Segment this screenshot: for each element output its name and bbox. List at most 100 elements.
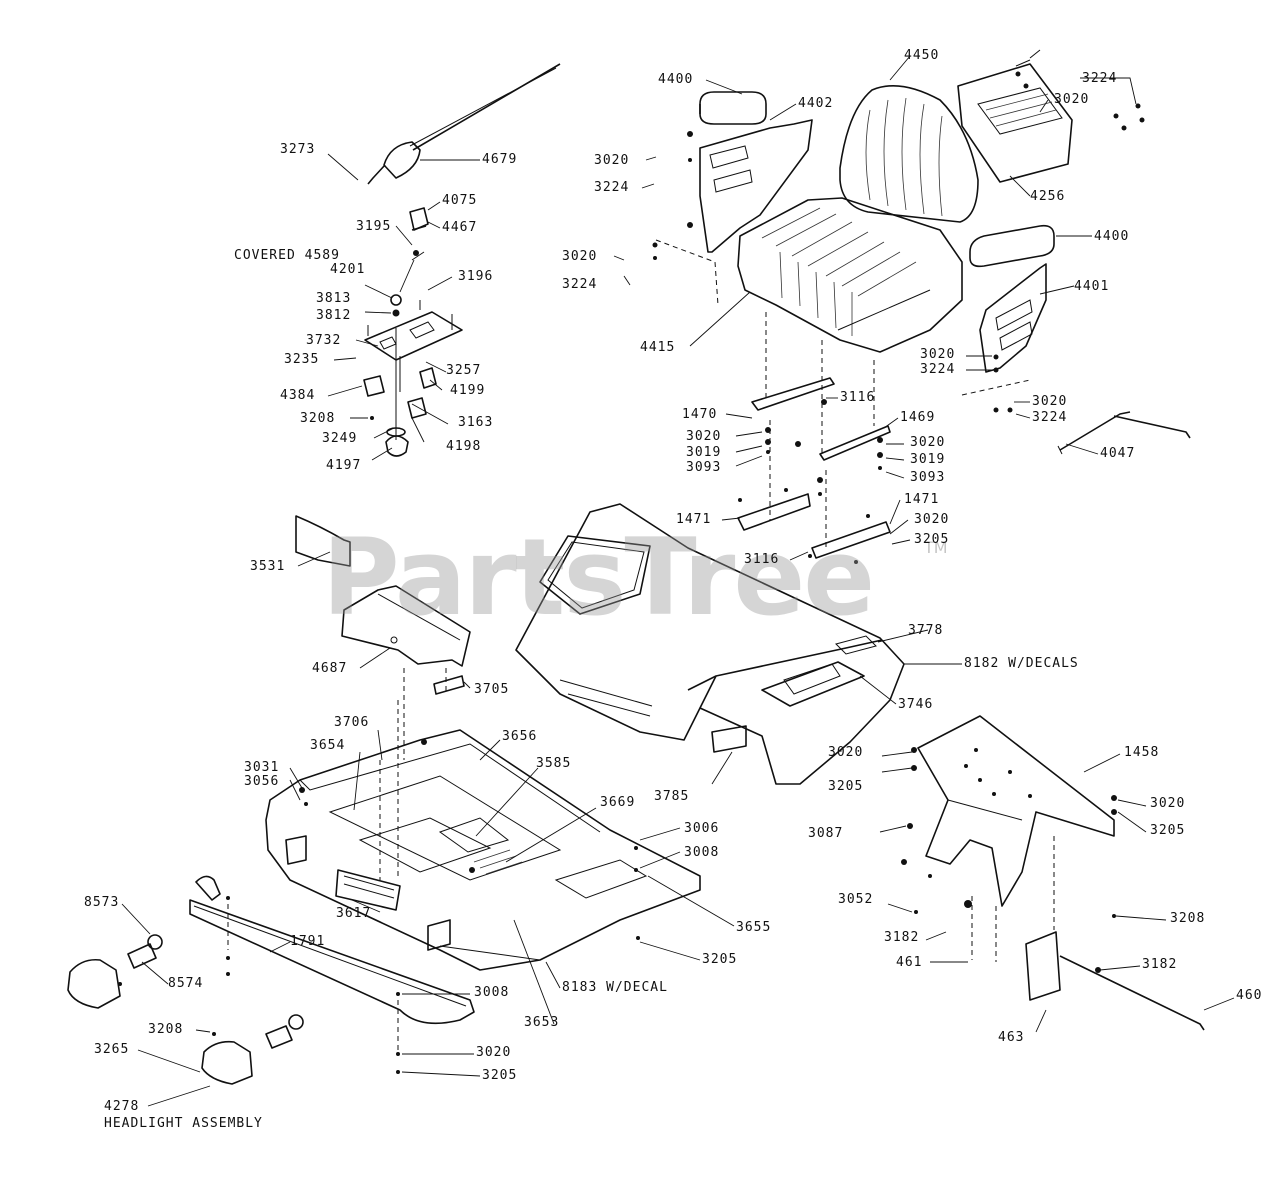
ignition-switch-assembly [363,207,463,457]
watermark: PartsTree [322,516,875,639]
part-label: 8574 [168,976,204,991]
part-label: 3087 [808,826,844,841]
part-label: 4679 [482,152,518,167]
part-label: 3008 [684,845,720,860]
seat-rails [737,312,891,564]
body-hood [515,503,905,785]
part-label: 3273 [280,142,316,157]
part-label: 461 [896,955,923,970]
part-label: 3656 [502,729,538,744]
part-label: HEADLIGHT ASSEMBLY [104,1116,263,1131]
rear-frame-bracket [901,715,1205,1031]
part-label: 3257 [446,363,482,378]
part-label: 3812 [316,308,352,323]
part-label: 3020 [594,153,630,168]
part-label: 3205 [914,532,950,547]
watermark-trademark: TM [924,538,948,557]
part-label: 4400 [658,72,694,87]
part-label: 1458 [1124,745,1160,760]
part-label: COVERED 4589 [234,248,340,263]
part-label: 1791 [290,934,326,949]
part-label: 3706 [334,715,370,730]
part-label: 3116 [744,552,780,567]
part-label: 3778 [908,623,944,638]
part-label: 3020 [686,429,722,444]
front-bumper-headlights [67,875,475,1085]
part-label: 3163 [458,415,494,430]
part-label: 4400 [1094,229,1130,244]
part-label: 1470 [682,407,718,422]
part-label: 3224 [1032,410,1068,425]
part-label: 4450 [904,48,940,63]
part-label: 4687 [312,661,348,676]
part-label: 8182 W/DECALS [964,656,1079,671]
part-label: 3020 [1054,92,1090,107]
part-label: 4201 [330,262,366,277]
part-label: 3031 [244,760,280,775]
part-label: 3249 [322,431,358,446]
part-label: 3020 [1032,394,1068,409]
part-label: 4467 [442,220,478,235]
right-armrest-bracket [961,224,1055,413]
part-label: 1471 [904,492,940,507]
part-label: 3019 [910,452,946,467]
seat-cushion [737,197,963,353]
part-label: 4256 [1030,189,1066,204]
part-label: 3020 [914,512,950,527]
part-label: 3224 [1082,71,1118,86]
part-label: 4197 [326,458,362,473]
part-label: 3020 [476,1045,512,1060]
part-label: 3224 [562,277,598,292]
part-label: 4401 [1074,279,1110,294]
part-label: 3008 [474,985,510,1000]
part-label: 3654 [310,738,346,753]
part-label: 3732 [306,333,342,348]
part-label: 3208 [300,411,336,426]
footrest-plates [295,515,471,760]
part-label: 3617 [336,906,372,921]
part-label: 3265 [94,1042,130,1057]
part-label: 3205 [1150,823,1186,838]
part-label: 4198 [446,439,482,454]
part-label: 3205 [482,1068,518,1083]
part-label: 4075 [442,193,478,208]
left-armrest-bracket [652,91,813,306]
part-label: 3182 [1142,957,1178,972]
part-label: 3006 [684,821,720,836]
part-label: 3020 [828,745,864,760]
part-label: 1471 [676,512,712,527]
part-label: 3655 [736,920,772,935]
part-label: 3208 [1170,911,1206,926]
seat-adjust-rod [1057,411,1191,455]
part-label: 460 [1236,988,1263,1003]
part-label: 8573 [84,895,120,910]
footrest-pan [265,700,701,971]
part-label: 3020 [1150,796,1186,811]
part-label: 4415 [640,340,676,355]
part-label: 1469 [900,410,936,425]
part-label: 3116 [840,390,876,405]
seat-back [839,84,979,223]
part-label: 3224 [920,362,956,377]
part-label: 3195 [356,219,392,234]
part-label: 3019 [686,445,722,460]
part-label: 3531 [250,559,286,574]
part-label: 4384 [280,388,316,403]
part-label: 3093 [686,460,722,475]
part-label: 3020 [910,435,946,450]
part-label: 3653 [524,1015,560,1030]
part-label: 3669 [600,795,636,810]
seat-back-bracket [957,49,1145,183]
part-label: 3093 [910,470,946,485]
part-label: 8183 W/DECAL [562,980,668,995]
part-label: 3196 [458,269,494,284]
part-label: 3205 [702,952,738,967]
part-label: 3746 [898,697,934,712]
part-label: 3020 [562,249,598,264]
part-label: 3705 [474,682,510,697]
throttle-cable-assembly [367,63,561,185]
leader-lines [121,55,1235,1107]
part-label: 3224 [594,180,630,195]
part-label: 4402 [798,96,834,111]
